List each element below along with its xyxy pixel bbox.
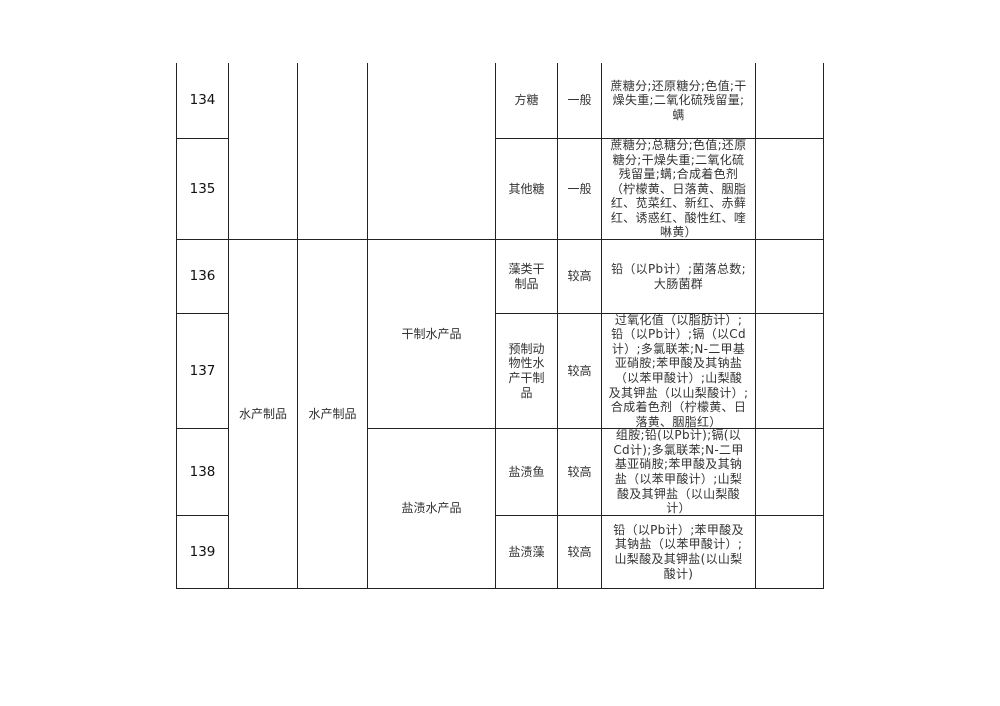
remarks-cell <box>756 139 824 240</box>
inspection-items: 过氧化值（以脂肪计）; 铅（以Pb计）;镉（以Cd 计）;多氯联苯;N-二甲基 … <box>602 313 756 429</box>
type-cell-dried: 干制水产品 <box>368 240 496 429</box>
risk-level: 较高 <box>558 314 602 429</box>
category-cell-empty <box>229 63 298 240</box>
inspection-items: 铅（以Pb计）;菌落总数; 大肠菌群 <box>602 240 756 314</box>
type-cell-empty <box>368 63 496 240</box>
product-name: 盐渍藻 <box>496 516 558 589</box>
inspection-items: 蔗糖分;还原糖分;色值;干 燥失重;二氧化硫残留量; 螨 <box>602 63 756 139</box>
category-cell: 水产制品 <box>229 240 298 589</box>
row-number: 138 <box>176 429 229 516</box>
subcategory-cell: 水产制品 <box>298 240 368 589</box>
risk-level: 一般 <box>558 63 602 139</box>
risk-level: 较高 <box>558 240 602 314</box>
remarks-cell <box>756 314 824 429</box>
product-name: 盐渍鱼 <box>496 429 558 516</box>
product-name: 预制动 物性水 产干制 品 <box>496 314 558 429</box>
row-number: 139 <box>176 516 229 589</box>
product-name: 藻类干 制品 <box>496 240 558 314</box>
remarks-cell <box>756 429 824 516</box>
subcategory-cell-empty <box>298 63 368 240</box>
remarks-cell <box>756 516 824 589</box>
type-cell-salted: 盐渍水产品 <box>368 429 496 589</box>
remarks-cell <box>756 63 824 139</box>
inspection-items: 组胺;铅(以Pb计);镉(以 Cd计);多氯联苯;N-二甲 基亚硝胺;苯甲酸及其… <box>602 428 756 516</box>
row-number: 134 <box>176 63 229 139</box>
risk-level: 较高 <box>558 429 602 516</box>
inspection-items: 铅（以Pb计）;苯甲酸及 其钠盐（以苯甲酸计）; 山梨酸及其钾盐(以山梨 酸计) <box>602 516 756 589</box>
row-number: 137 <box>176 314 229 429</box>
product-name: 其他糖 <box>496 139 558 240</box>
risk-level: 较高 <box>558 516 602 589</box>
risk-level: 一般 <box>558 139 602 240</box>
row-number: 136 <box>176 240 229 314</box>
remarks-cell <box>756 240 824 314</box>
product-name: 方糖 <box>496 63 558 139</box>
row-number: 135 <box>176 139 229 240</box>
inspection-items: 蔗糖分;总糖分;色值;还原 糖分;干燥失重;二氧化硫 残留量;螨;合成着色剂 （… <box>602 138 756 240</box>
